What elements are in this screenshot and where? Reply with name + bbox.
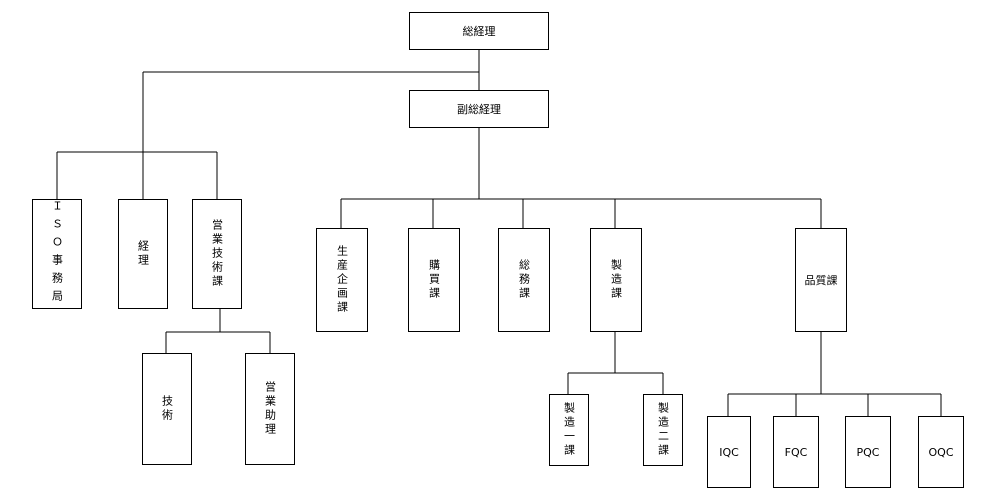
node-label: 品質課 — [804, 273, 838, 287]
node-iqc: IQC — [707, 416, 751, 488]
node-label: 製造課 — [609, 259, 623, 301]
node-production-planning: 生産企画課 — [316, 228, 368, 332]
node-label: 製造二課 — [656, 402, 670, 458]
node-label: 製造一課 — [562, 402, 576, 458]
node-label: 技術 — [160, 395, 174, 423]
node-sales-assistant: 営業助理 — [245, 353, 295, 465]
node-label: OQC — [928, 445, 954, 459]
node-label: 営業助理 — [263, 381, 277, 437]
node-quality: 品質課 — [795, 228, 847, 332]
node-general-affairs: 総務課 — [498, 228, 550, 332]
node-purchasing: 購買課 — [408, 228, 460, 332]
node-label: FQC — [784, 445, 808, 459]
node-general-manager: 総経理 — [409, 12, 549, 50]
node-label: IQC — [719, 445, 739, 459]
node-manufacturing-1: 製造一課 — [549, 394, 589, 466]
node-label: 副総経理 — [457, 102, 501, 116]
node-manager: 経理 — [118, 199, 168, 309]
node-label: 総務課 — [517, 259, 531, 301]
node-label: PQC — [856, 445, 880, 459]
node-tech: 技術 — [142, 353, 192, 465]
node-iso-office: ＩＳＯ事務局 — [32, 199, 82, 309]
node-fqc: FQC — [773, 416, 819, 488]
node-label: 営業技術課 — [210, 219, 224, 289]
node-manufacturing: 製造課 — [590, 228, 642, 332]
node-manufacturing-2: 製造二課 — [643, 394, 683, 466]
node-pqc: PQC — [845, 416, 891, 488]
node-oqc: OQC — [918, 416, 964, 488]
node-label: ＩＳＯ事務局 — [50, 200, 64, 308]
node-label: 購買課 — [427, 259, 441, 301]
node-label: 経理 — [136, 240, 150, 268]
node-sales-tech: 営業技術課 — [192, 199, 242, 309]
node-label: 生産企画課 — [335, 245, 349, 315]
node-deputy-general-manager: 副総経理 — [409, 90, 549, 128]
node-label: 総経理 — [462, 24, 496, 38]
